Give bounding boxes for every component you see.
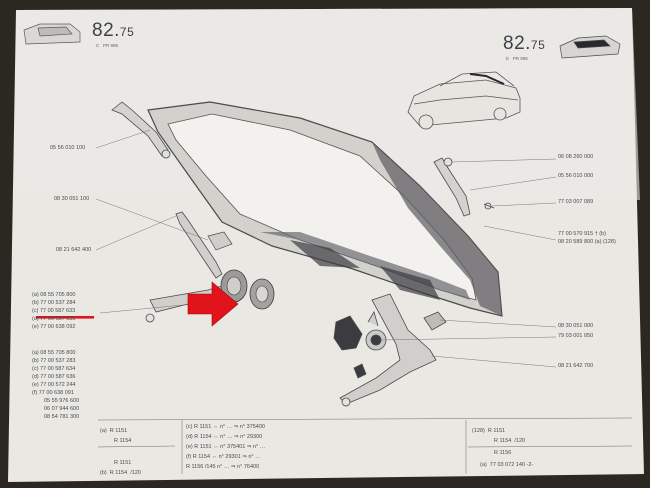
footnote-line: (b) R 1154 /120 (100, 470, 141, 476)
page-sub-right: E PR 995 (506, 56, 528, 61)
footnote-line: (f) R 1154 ⇔ n° 29301 ⇒ n° … (186, 454, 261, 460)
part-line: (d) 77 00 587 636 (32, 374, 76, 380)
footnote-line: R 1156 (494, 450, 512, 456)
footnote-line: (128) R 1151 (472, 428, 506, 434)
car-thumbnail-right (559, 35, 621, 59)
red-underline-annotation (36, 316, 94, 319)
footnote-line: (d) R 1154 ⇔ n° … ⇒ n° 29300 (186, 434, 263, 440)
hinge-upper-left (111, 101, 171, 159)
left-ref: 05 56 010 100 (50, 145, 86, 151)
page-sub-left: C PR 995 (96, 43, 119, 48)
footnote-line: R 1154 (114, 438, 132, 444)
footnote-line: R 1154 /120 (494, 438, 526, 444)
footnote-line: (e) R 1151 ⇔ n° 375401 ⇒ n° … (186, 444, 266, 450)
part-line: (a) 08 55 705 800 (32, 350, 76, 356)
footer-rules (97, 417, 633, 474)
right-ref: 08 30 051 000 (558, 323, 594, 329)
clip-part (207, 231, 233, 251)
part-line: (e) 77 00 572 244 (32, 382, 76, 388)
part-line: 06 07 944 600 (44, 406, 80, 412)
footnote-line: R 1156 /145 n° … ⇒ n° 76400 (186, 464, 260, 470)
part-line: (d) 77 00 587 635 (32, 316, 76, 322)
right-ref: 08 20 589 800 (a) (128) (558, 239, 616, 245)
left-ref: 08 30 051 100 (54, 196, 90, 202)
left-ref: 08 21 642 400 (56, 247, 92, 253)
right-ref: 06 08 260 000 (558, 154, 594, 160)
page-number-left: 82.75 (92, 20, 135, 41)
right-ref: 05 56 010 000 (558, 173, 594, 179)
right-ref: 77 03 007 089 (558, 199, 594, 205)
footnote-line: (a) R 1151 (100, 428, 128, 434)
hinge-right (433, 157, 495, 217)
lock-mechanism (333, 293, 447, 407)
page-number-right: 82.75 (503, 33, 546, 54)
part-line: (b) 77 00 537 283 (32, 358, 76, 364)
right-ref: 79 03 001 050 (558, 333, 594, 339)
part-line: (e) 77 00 638 092 (32, 324, 76, 330)
right-ref: 08 21 642 700 (558, 363, 594, 369)
footnote-line: (c) R 1151 ⇔ n° … ⇒ n° 375400 (186, 424, 265, 430)
footnote-line: (a) 77 03 072 140 -2- (480, 462, 534, 468)
car-illustration (407, 71, 521, 130)
part-line: (f) 77 00 638 091 (32, 390, 74, 396)
right-ref: 77 00 570 915 † (b) (558, 231, 607, 237)
red-arrow-annotation (187, 281, 239, 327)
footnote-line: R 1151 (114, 460, 132, 466)
part-line: 08 54 781 300 (44, 414, 80, 420)
part-line: 05 55 976 600 (44, 398, 80, 404)
part-line: (a) 08 55 705 800 (32, 292, 76, 298)
hatch-frame-illustration (147, 101, 503, 317)
part-line: (c) 77 00 587 633 (32, 308, 76, 314)
part-line: (b) 77 00 537 284 (32, 300, 76, 306)
part-line: (c) 77 00 587 634 (32, 366, 76, 372)
car-thumbnail-left (23, 23, 81, 45)
